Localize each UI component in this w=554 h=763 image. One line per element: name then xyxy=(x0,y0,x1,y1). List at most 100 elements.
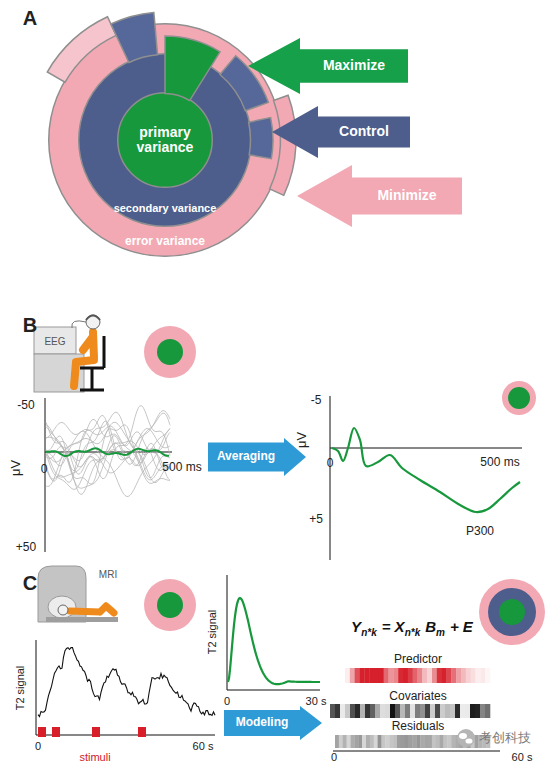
error-disc xyxy=(479,579,545,645)
covariate-cell xyxy=(470,704,475,718)
tick-label: -5 xyxy=(311,394,322,407)
watermark-badge xyxy=(457,729,475,747)
row-label: Residuals xyxy=(392,720,445,733)
residual-cell xyxy=(432,735,436,748)
predictor-cell xyxy=(447,668,452,683)
equation-term: + E xyxy=(450,618,473,635)
axis-line xyxy=(333,751,500,752)
covariate-cell xyxy=(410,704,415,718)
eeg-traces xyxy=(46,406,170,497)
variance-icon xyxy=(502,381,536,415)
node-label: Control xyxy=(318,106,410,158)
equation-subscript: n*k xyxy=(361,627,377,638)
covariate-cell xyxy=(395,704,400,718)
row-label: Covariates xyxy=(389,690,446,703)
hrf-curve xyxy=(228,598,320,684)
residual-cell xyxy=(440,735,444,748)
stimulus-bar xyxy=(92,727,100,737)
equation-subscript: n*k xyxy=(405,627,421,638)
covariate-cell xyxy=(400,704,405,718)
stimulus-label: stimuli xyxy=(79,751,110,763)
equation-subscript: m xyxy=(436,627,445,638)
block-arrow xyxy=(272,106,410,158)
covariate-cell xyxy=(465,704,470,718)
variance-icon xyxy=(144,579,196,631)
residual-cell xyxy=(351,735,355,748)
axis-unit: μV xyxy=(9,460,23,476)
primary-disc xyxy=(157,592,183,618)
residual-cell xyxy=(378,735,382,748)
covariate-cell xyxy=(340,704,345,718)
scanner-bed xyxy=(46,617,118,622)
residual-cell xyxy=(339,735,343,748)
node-label: Averaging xyxy=(208,438,284,476)
erp-curve xyxy=(332,428,520,512)
primary-disc xyxy=(499,599,525,625)
predictor-cell xyxy=(350,668,355,683)
single-trial-trace xyxy=(46,413,170,494)
predictor-cell xyxy=(393,668,398,683)
eeg-amplifier xyxy=(34,327,76,354)
error-disc xyxy=(144,579,196,631)
ring-shape xyxy=(47,17,296,257)
predictor-cell xyxy=(427,668,432,683)
tick-label: 500 ms xyxy=(480,456,519,469)
predictor-cell xyxy=(466,668,471,683)
predictor-cell xyxy=(364,668,369,683)
scanner-bore xyxy=(48,596,76,618)
predictor-cell xyxy=(442,668,447,683)
tick-label: 30 s xyxy=(306,695,327,707)
predictor-cell xyxy=(345,668,350,683)
minimize-arrow: Minimize xyxy=(297,165,462,227)
covariate-cell xyxy=(405,704,410,718)
covariate-cell xyxy=(380,704,385,718)
stimulus-bar xyxy=(138,727,146,737)
eeg-axes xyxy=(45,396,522,560)
ring-shape xyxy=(118,36,220,187)
node-label: secondary variance xyxy=(90,202,240,214)
residual-cell xyxy=(475,735,479,748)
predictor-cell xyxy=(476,668,481,683)
residual-cell xyxy=(436,735,440,748)
primary-variance-circle: primary variance xyxy=(117,92,213,188)
residual-cell xyxy=(420,735,424,748)
axis-title: T2 signal xyxy=(14,666,26,711)
residual-cell xyxy=(389,735,393,748)
ring-wedge xyxy=(165,36,220,101)
residual-cell xyxy=(401,735,405,748)
node-label: Minimize xyxy=(352,165,462,227)
device-label: MRI xyxy=(99,569,117,580)
predictor-cell xyxy=(456,668,461,683)
person-head xyxy=(86,315,100,329)
covariate-cell xyxy=(420,704,425,718)
axis-unit: μV xyxy=(295,432,309,448)
panel-letter: C xyxy=(23,572,37,594)
residual-cell xyxy=(385,735,389,748)
t2-signal-trace xyxy=(38,648,215,717)
residual-cell xyxy=(393,735,397,748)
covariate-cell xyxy=(385,704,390,718)
covariate-cell xyxy=(330,704,335,718)
person-head xyxy=(58,605,68,615)
lying-person xyxy=(70,606,114,613)
equation-term: Y xyxy=(351,618,361,635)
covariate-cell xyxy=(430,704,435,718)
panel-letter: B xyxy=(23,314,37,336)
electrode-wire xyxy=(72,321,86,328)
averaging-arrow: Averaging xyxy=(208,438,306,476)
residual-cell xyxy=(382,735,386,748)
predictor-cell xyxy=(398,668,403,683)
axis-line xyxy=(330,396,522,560)
axis-line xyxy=(36,640,215,735)
tick-label: 0 xyxy=(35,740,41,752)
predictor-cell xyxy=(413,668,418,683)
predictor-cell xyxy=(432,668,437,683)
covariate-cell xyxy=(350,704,355,718)
predictor-cell xyxy=(374,668,379,683)
residual-cell xyxy=(358,735,362,748)
electrode-cap xyxy=(86,316,100,321)
covariate-cell xyxy=(455,704,460,718)
single-trial-trace xyxy=(46,422,170,486)
predictor-cell xyxy=(403,668,408,683)
